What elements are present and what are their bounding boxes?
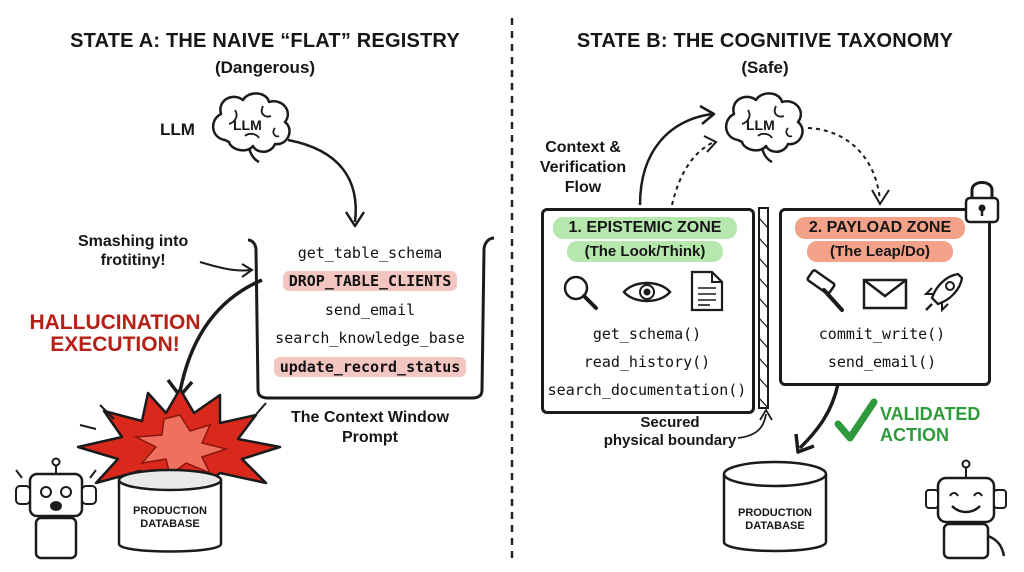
panicked-robot-icon [15, 457, 97, 560]
tool-update-record-status: update_record_status [273, 357, 467, 377]
epistemic-zone-title: 1. EPISTEMIC ZONE [553, 217, 737, 239]
magnifier-icon [563, 275, 598, 310]
tool-drop-table-clients: DROP_TABLE_CLIENTS [282, 271, 458, 291]
smashing-note: Smashing into frotitiny! [78, 233, 189, 270]
left-database-icon [117, 468, 223, 553]
check-icon [834, 398, 878, 442]
hallucination-label: HALLUCINATION EXECUTION! [29, 311, 201, 357]
payload-zone-title: 2. PAYLOAD ZONE [795, 217, 965, 239]
right-title: STATE B: THE COGNITIVE TAXONOMY [576, 30, 954, 52]
tool-get-table-schema: get_table_schema [297, 244, 443, 262]
right-database-label: PRODUCTION DATABASE [738, 507, 812, 532]
tool-read-history: read_history() [583, 353, 711, 371]
eye-icon [622, 281, 672, 303]
right-brain-llm-label: LLM [746, 117, 775, 133]
brain-icon [212, 92, 291, 164]
tool-list: get_table_schema DROP_TABLE_CLIENTS send… [258, 240, 482, 382]
brain-llm-label: LLM [233, 117, 262, 133]
left-database-label: PRODUCTION DATABASE [133, 505, 207, 530]
rocket-icon [923, 272, 964, 313]
right-subtitle: (Safe) [741, 58, 789, 77]
tool-commit-write: commit_write() [818, 325, 946, 343]
tool-get-schema: get_schema() [592, 325, 702, 343]
envelope-icon [862, 278, 908, 310]
boundary-label: Secured physical boundary [603, 414, 737, 449]
right-brain-icon [725, 92, 804, 164]
context-window-caption: The Context Window Prompt [290, 409, 450, 446]
llm-label: LLM [160, 120, 195, 139]
right-database-icon [722, 460, 828, 553]
hammer-icon [806, 269, 844, 312]
payload-tool-list: commit_write() send_email() [779, 320, 985, 376]
tool-send-email-payload: send_email() [827, 353, 937, 371]
left-subtitle: (Dangerous) [214, 58, 316, 77]
epistemic-tool-list: get_schema() read_history() search_docum… [541, 320, 753, 404]
tool-search-knowledge-base: search_knowledge_base [275, 329, 465, 347]
epistemic-zone-sub: (The Look/Think) [567, 241, 723, 262]
payload-zone-sub: (The Leap/Do) [807, 241, 953, 262]
validated-action-label: VALIDATED ACTION [880, 404, 981, 445]
document-icon [690, 270, 724, 312]
left-title: STATE A: THE NAIVE “FLAT” REGISTRY [70, 30, 460, 52]
tool-send-email: send_email [324, 301, 416, 319]
lock-icon [964, 181, 1000, 224]
tool-search-documentation: search_documentation() [547, 381, 747, 399]
happy-robot-icon [925, 459, 1007, 560]
physical-boundary-wall [758, 207, 769, 409]
flow-label: Context & Verification Flow [539, 139, 627, 196]
